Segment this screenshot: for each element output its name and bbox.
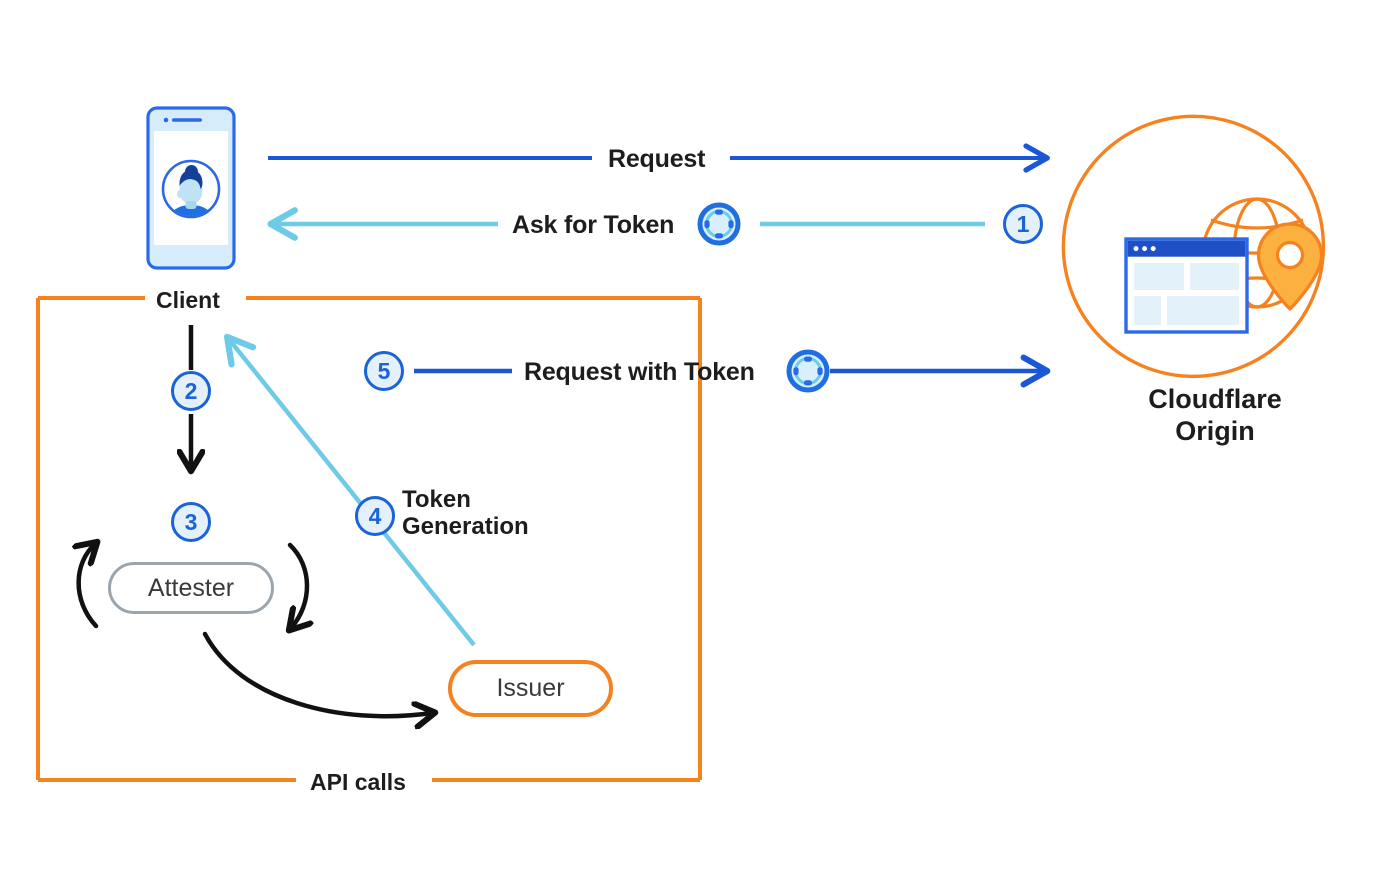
origin-label-line1: Cloudflare <box>1148 384 1282 414</box>
browser-window-icon <box>1124 237 1249 334</box>
step-circle-1[interactable]: 1 <box>1003 204 1043 244</box>
flow-label-ask-for-token: Ask for Token <box>512 211 675 239</box>
origin-label-line2: Origin <box>1175 415 1255 446</box>
node-issuer[interactable]: Issuer <box>448 660 613 717</box>
group-label-api-calls: API calls <box>299 769 417 797</box>
step-circle-5[interactable]: 5 <box>364 351 404 391</box>
flow-label-request-with-token: Request with Token <box>524 358 755 386</box>
step-circle-3[interactable]: 3 <box>171 502 211 542</box>
step-circle-4[interactable]: 4 <box>355 496 395 536</box>
location-pin-icon <box>1256 222 1324 311</box>
issuer-label: Issuer <box>496 674 565 702</box>
flow-arrow-token-generation <box>223 333 476 647</box>
private-access-token-icon <box>697 202 741 246</box>
private-access-token-icon <box>786 349 830 393</box>
smartphone-icon <box>146 106 236 270</box>
flow-label-request: Request <box>608 145 706 173</box>
node-attester[interactable]: Attester <box>108 562 274 614</box>
token-generation-line2: Generation <box>402 512 529 540</box>
flow-label-token-generation: Token Generation <box>402 486 529 541</box>
token-generation-line1: Token <box>402 486 471 513</box>
flow-arrow-attester-loop <box>79 544 432 716</box>
node-origin-label: Cloudflare Origin <box>1130 384 1300 447</box>
origin-circle-outline <box>1061 114 1326 379</box>
attester-label: Attester <box>147 573 235 602</box>
step-circle-2[interactable]: 2 <box>171 371 211 411</box>
user-avatar-icon <box>161 159 221 219</box>
group-label-client: Client <box>145 287 231 315</box>
api-calls-group-box <box>36 296 702 782</box>
